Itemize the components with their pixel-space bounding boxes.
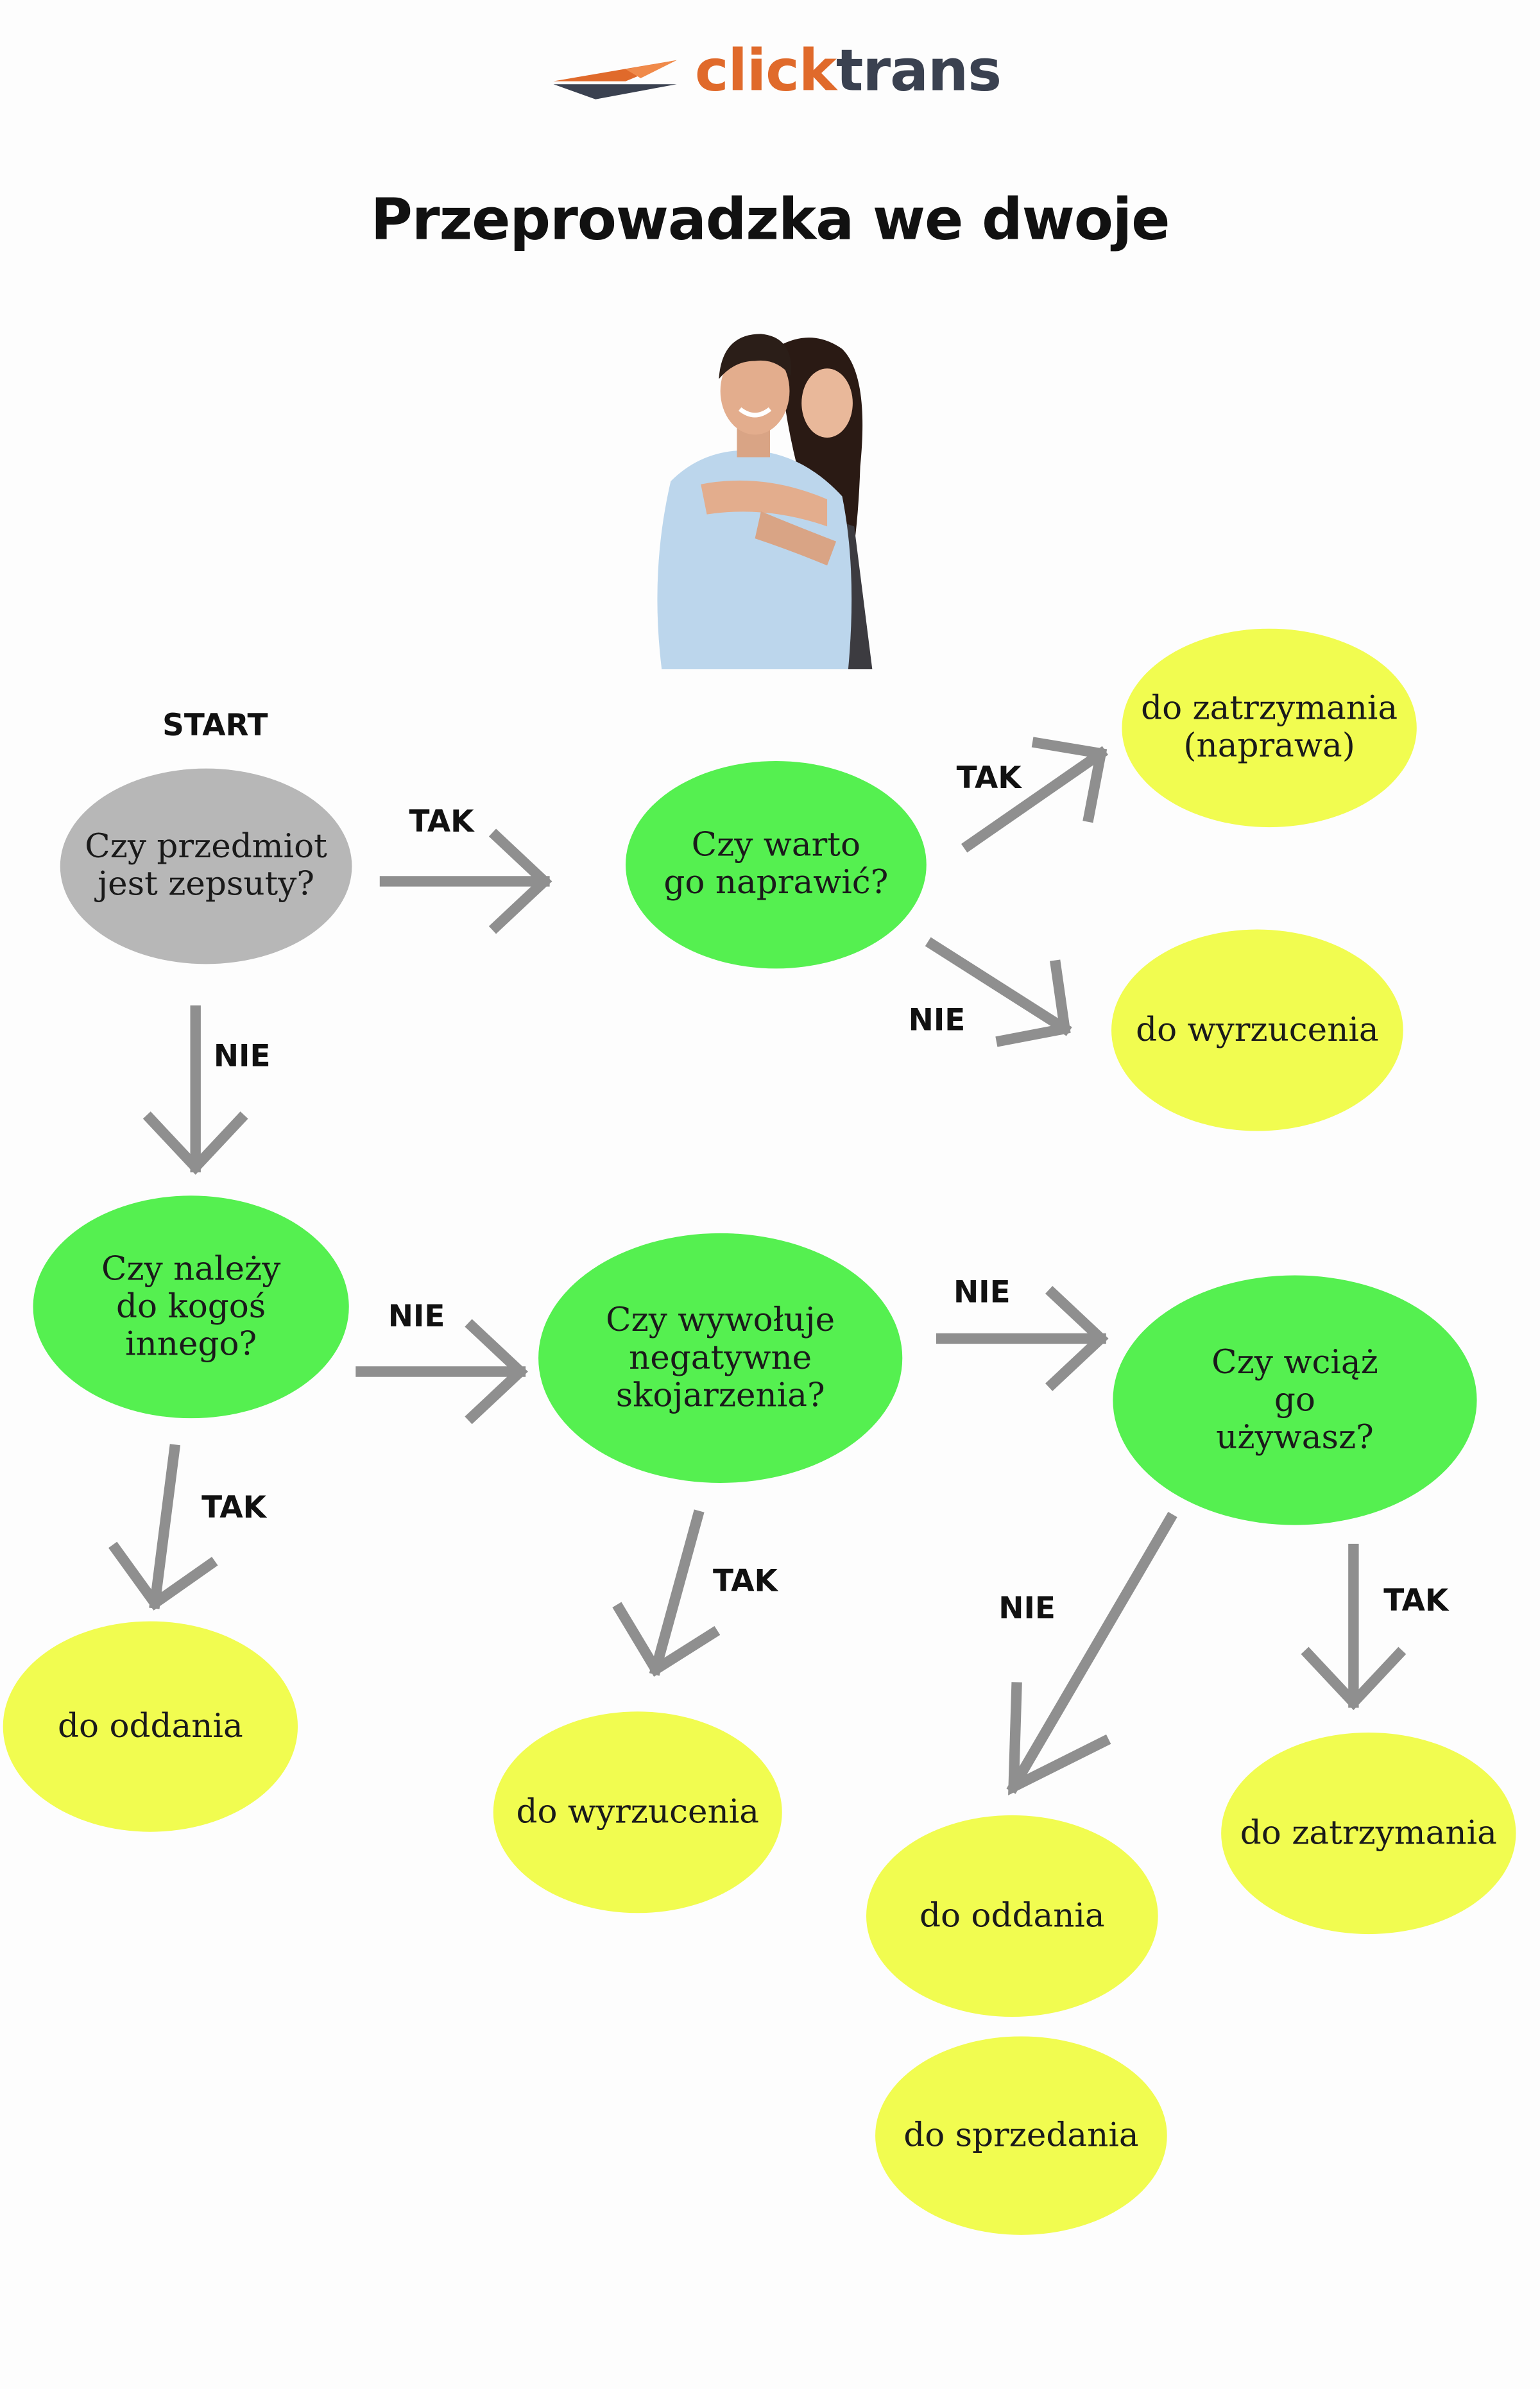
node-line: do wyrzucenia — [1136, 1011, 1379, 1049]
arrow-q1-nie — [142, 1005, 248, 1175]
node-line: Czy wywołuje — [606, 1301, 835, 1340]
result-node-discard-1: do wyrzucenia — [1111, 929, 1403, 1131]
node-line: do zatrzymania — [1141, 690, 1398, 728]
node-text: do zatrzymania (naprawa) — [1141, 690, 1398, 766]
edge-label-q5-r5: NIE — [998, 1589, 1056, 1626]
node-line: go naprawić? — [663, 864, 889, 903]
node-line: używasz? — [1216, 1419, 1374, 1457]
edge-label-q3-q4: NIE — [388, 1297, 445, 1334]
logo-wordmark: clicktrans — [694, 36, 1002, 105]
result-node-sell: do sprzedania — [875, 2036, 1167, 2235]
question-node-worth-repair: Czy warto go naprawić? — [626, 760, 927, 969]
edge-label-q4-q5: NIE — [953, 1274, 1011, 1310]
node-line: do sprzedania — [903, 2116, 1139, 2155]
edge-label-q3-r3: TAK — [201, 1489, 267, 1525]
result-node-discard-2: do wyrzucenia — [493, 1711, 782, 1914]
question-node-broken: Czy przedmiot jest zepsuty? — [60, 768, 352, 964]
node-line: do oddania — [58, 1708, 243, 1745]
node-text: Czy przedmiot jest zepsuty? — [85, 828, 327, 903]
node-text: do oddania — [920, 1897, 1105, 1935]
edge-label-q4-r4: TAK — [712, 1563, 778, 1599]
start-label: START — [162, 706, 268, 743]
arrow-q4-tak — [612, 1509, 721, 1677]
node-text: Czy należy do kogoś innego? — [48, 1251, 334, 1364]
result-node-keep: do zatrzymania — [1221, 1733, 1516, 1935]
node-line: (naprawa) — [1183, 728, 1355, 766]
result-node-keep-repair: do zatrzymania (naprawa) — [1122, 628, 1417, 828]
logo-word-trans: trans — [835, 37, 1002, 104]
node-text: Czy warto go naprawić? — [663, 827, 888, 902]
node-line: Czy przedmiot — [85, 828, 327, 866]
node-line: negatywne — [629, 1339, 812, 1377]
arrow-q5-nie — [1006, 1511, 1177, 1795]
arrow-q3-nie — [355, 1319, 528, 1425]
edge-label-q2-r1: TAK — [956, 759, 1022, 796]
arrow-q1-tak — [379, 828, 552, 934]
arrow-q5-tak — [1301, 1543, 1407, 1711]
question-node-belongs-other: Czy należy do kogoś innego? — [33, 1195, 349, 1419]
node-line: Czy wciąż — [1211, 1344, 1378, 1382]
node-line: go — [1274, 1381, 1315, 1419]
node-line: do wyrzucenia — [516, 1793, 760, 1831]
edge-label-q2-r2: NIE — [908, 1001, 966, 1038]
node-line: do oddania — [919, 1897, 1105, 1935]
edge-label-q1-q2: TAK — [409, 803, 474, 839]
node-text: Czy wywołuje negatywne skojarzenia? — [606, 1302, 835, 1415]
node-line: jest zepsuty? — [98, 866, 315, 904]
node-text: do wyrzucenia — [516, 1794, 759, 1831]
clicktrans-logo[interactable]: clicktrans — [551, 36, 1002, 111]
question-node-negative-associations: Czy wywołuje negatywne skojarzenia? — [538, 1233, 903, 1483]
logo-word-click: click — [694, 37, 837, 104]
node-text: do sprzedania — [903, 2117, 1138, 2155]
edge-label-q1-q3: NIE — [213, 1038, 271, 1074]
arrow-q2-tak — [961, 737, 1109, 853]
node-line: do zatrzymania — [1240, 1814, 1497, 1853]
node-line: skojarzenia? — [615, 1376, 825, 1415]
node-line: do kogoś innego? — [116, 1288, 266, 1364]
node-line: Czy warto — [691, 827, 861, 865]
edge-label-q5-r7: TAK — [1383, 1582, 1449, 1618]
node-text: do oddania — [58, 1708, 243, 1745]
arrow-q2-nie — [925, 937, 1072, 1047]
page-title: Przeprowadzka we dwoje — [370, 186, 1170, 253]
result-node-give-away-2: do oddania — [866, 1815, 1158, 2017]
node-text: Czy wciąż go używasz? — [1211, 1344, 1378, 1457]
result-node-give-away-1: do oddania — [3, 1621, 298, 1832]
arrow-q4-nie — [936, 1286, 1109, 1391]
logo-arrow-icon — [553, 60, 677, 99]
node-line: Czy należy — [101, 1250, 281, 1289]
node-text: do wyrzucenia — [1136, 1011, 1379, 1049]
couple-photo — [657, 334, 873, 669]
question-node-still-use: Czy wciąż go używasz? — [1113, 1275, 1477, 1525]
arrow-q3-tak — [108, 1444, 218, 1611]
node-text: do zatrzymania — [1240, 1815, 1497, 1853]
